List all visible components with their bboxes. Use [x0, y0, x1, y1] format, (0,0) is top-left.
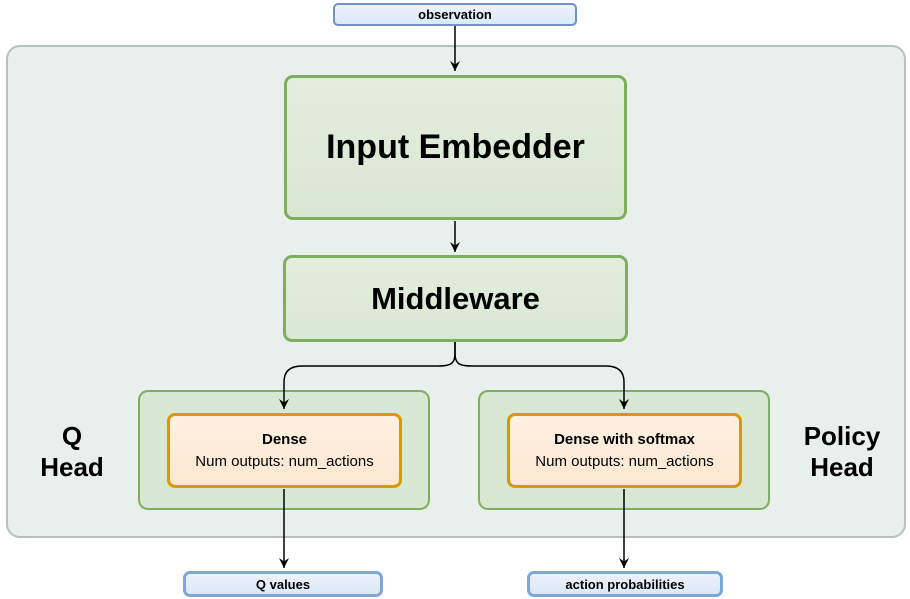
dense-subtitle: Num outputs: num_actions [195, 453, 374, 470]
input-embedder-label: Input Embedder [326, 128, 585, 166]
middleware-node: Middleware [283, 255, 628, 342]
input-embedder-node: Input Embedder [284, 75, 627, 220]
action-probabilities-node: action probabilities [527, 571, 723, 597]
dense-title: Dense [261, 431, 308, 448]
middleware-label: Middleware [371, 280, 540, 316]
q-values-node: Q values [183, 571, 383, 597]
policy-head-label-line1: Policy [803, 421, 881, 451]
q-head-label-line2: Head [40, 452, 104, 482]
q-head-label: Q Head [17, 421, 127, 483]
q-head-label-line1: Q [61, 421, 83, 451]
dense-softmax-title: Dense with softmax [554, 431, 695, 448]
q-values-label: Q values [255, 576, 311, 592]
observation-node: observation [333, 3, 577, 26]
observation-label: observation [418, 7, 492, 22]
policy-head-label: Policy Head [787, 421, 897, 483]
action-probabilities-label: action probabilities [565, 576, 685, 592]
dense-node: Dense Num outputs: num_actions [167, 413, 402, 488]
dense-softmax-node: Dense with softmax Num outputs: num_acti… [507, 413, 742, 488]
dense-softmax-subtitle: Num outputs: num_actions [535, 453, 714, 470]
policy-head-label-line2: Head [810, 452, 874, 482]
